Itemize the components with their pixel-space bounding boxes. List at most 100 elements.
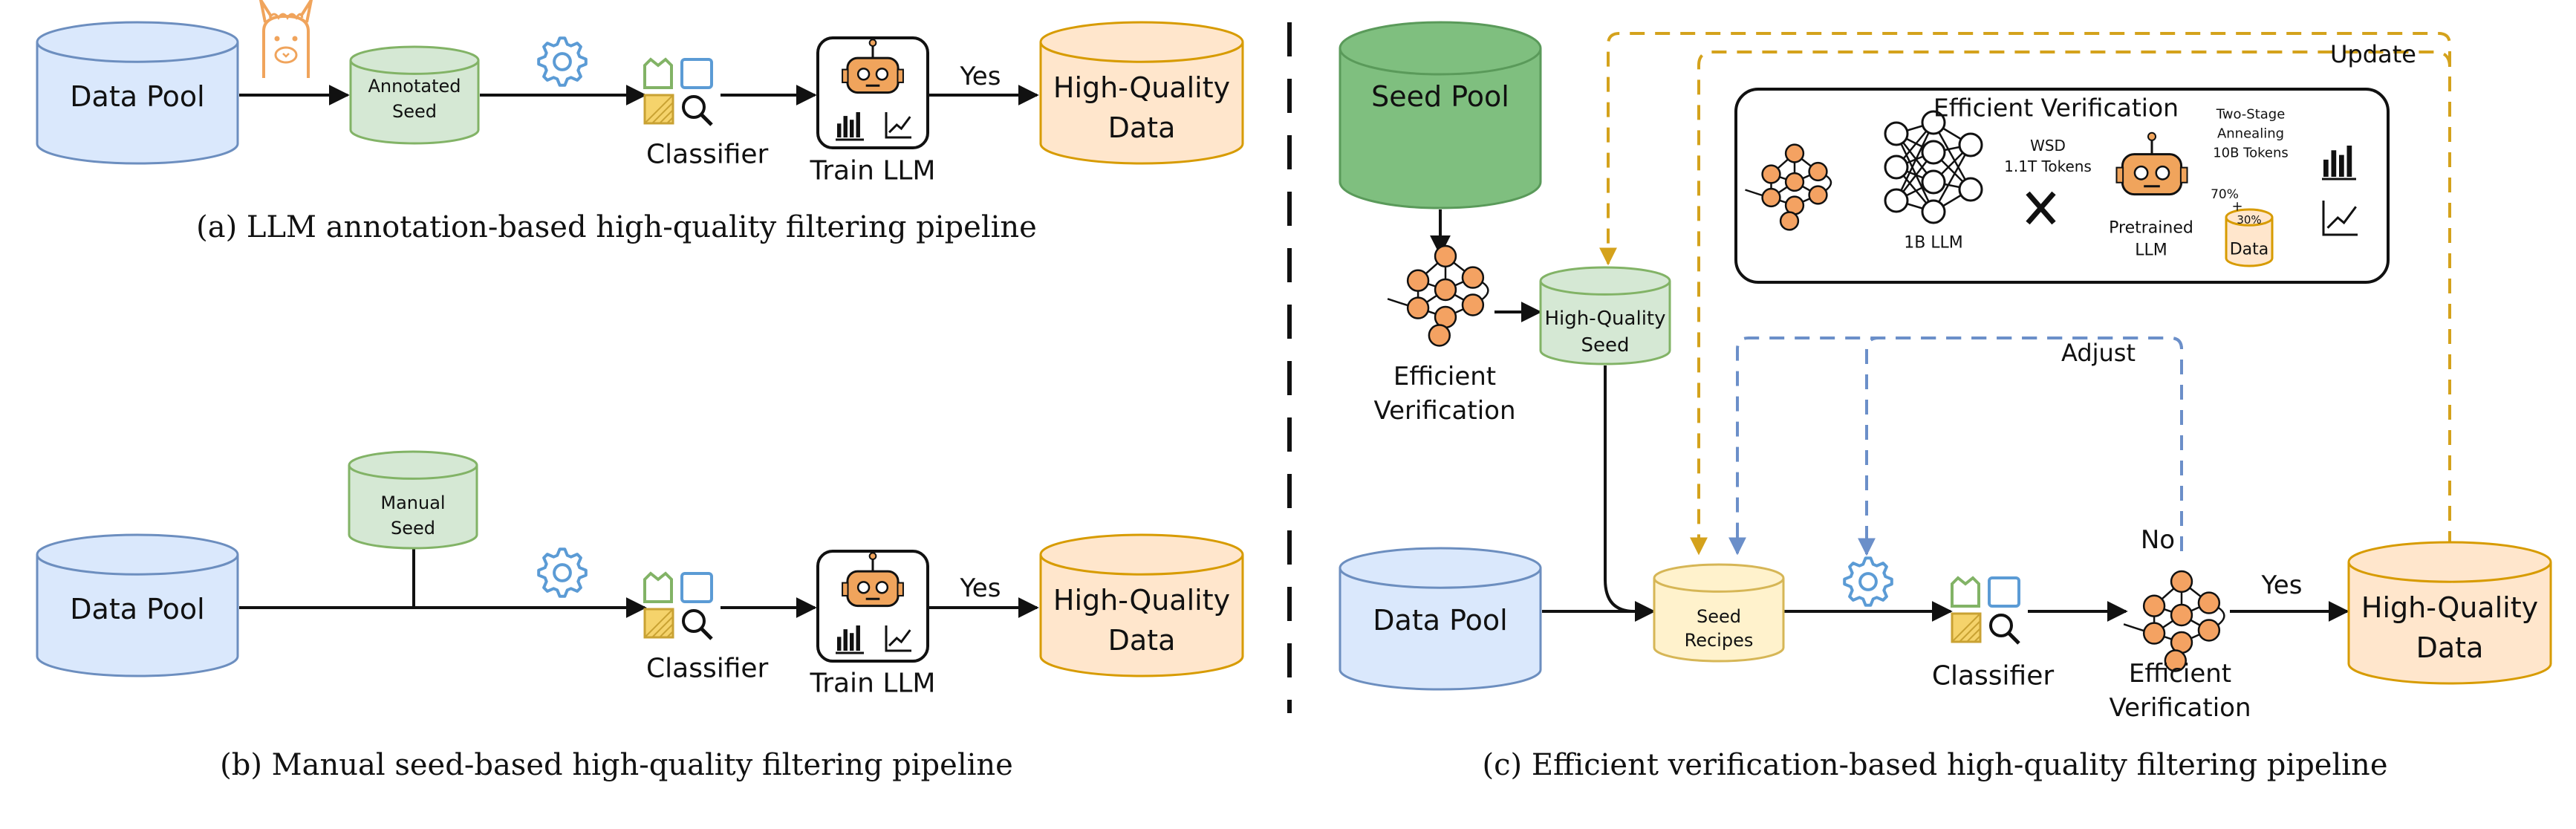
neuron [2142,594,2166,617]
neuron [1406,269,1430,292]
classifier-icon [643,571,713,640]
adjust-label: Adjust [2061,339,2136,367]
neuron [2197,591,2221,614]
cylinder-body [36,42,239,165]
robot-icon [842,39,904,94]
inset-net-icon [1745,143,1832,231]
hatch-line [1951,613,1981,643]
adjust-loop [1728,337,2183,556]
robot-icon [842,552,904,608]
neuron [1921,140,1946,165]
magnifier-handle [700,627,713,640]
robot-ear [842,582,849,596]
inset-title: Efficient Verification [1933,94,2179,123]
robot-ear [2179,166,2188,183]
train-llm-label: Train LLM [810,669,936,699]
efficient-verification-icon-2 [2123,570,2225,672]
train-llm-label: Train LLM [810,156,936,186]
neuron [2142,622,2166,645]
neuron [1921,110,1946,135]
neuron [2164,649,2187,672]
gear-hub [553,563,572,582]
robot-head [846,56,900,94]
cylinder-top [36,21,239,63]
trend [888,116,911,134]
neuron [1784,143,1805,163]
yes-label: Yes [960,573,1001,603]
hq-seed-label: Seed [1581,334,1630,357]
magnifier-handle [2007,631,2020,645]
cylinder-body [1539,281,1671,365]
pretrained-llm-label: LLM [2135,241,2167,260]
adjust-loop [1858,337,2183,556]
two-stage-label: 10B Tokens [2213,146,2289,161]
hatch-line [644,608,674,638]
neuron [1428,324,1451,347]
cylinder-top [1539,266,1671,296]
magnifier-lens [682,95,706,119]
magnifier-lens [682,609,706,633]
square-shape [680,572,713,603]
neuron [1761,187,1781,208]
gear-outline [537,547,588,598]
yes-label: Yes [960,62,1001,91]
annotated-seed-label: Seed [392,101,437,122]
data-pool-label: Data Pool [70,593,204,625]
plus-label: + [2231,199,2242,215]
folder-shape [1951,576,1980,608]
neuron [1884,155,1909,180]
hq-data-label: Data [1108,624,1176,657]
hq-data-label: High-Quality [1053,584,1230,617]
neuron [1461,293,1485,316]
two-stage-label: Annealing [2217,126,2284,142]
update-loop [1599,32,2451,546]
hq-data-b [1039,533,1244,677]
bar [2331,150,2337,177]
hatch-line [1974,635,1981,643]
robot-ear [897,582,904,596]
efficient-verification-label: Verification [1373,396,1515,426]
llama-eye [292,36,298,42]
axes [2322,201,2358,236]
efficient-verification-label: Efficient [2129,659,2231,689]
hatch-line [651,102,674,124]
net-edge [1932,144,1972,212]
neuron [1434,278,1457,302]
bar [837,123,842,137]
data-pool-label: Data Pool [70,80,204,113]
yes-label: Yes [2261,570,2303,600]
robot-head [846,570,900,608]
trend [2326,206,2357,229]
robot-eye [856,581,871,594]
cylinder-body [2225,217,2274,267]
bar [856,112,860,137]
classifier-icon [1951,576,2020,645]
llama-nose [282,53,290,58]
hatch-line [644,94,674,124]
wsd-label: WSD [2030,137,2066,155]
neuron [1808,161,1828,182]
update-loop [1690,51,2451,556]
line-chart-icon [2322,201,2358,236]
line-chart-icon [885,625,911,652]
bar [837,637,842,651]
robot-eye [2133,165,2149,181]
efficient-verification-label: Verification [2109,693,2251,723]
classifier-label: Classifier [646,140,769,170]
cylinder-body [1339,568,1542,691]
bar [843,116,848,137]
net-edge [1895,122,1935,201]
neuron [1761,164,1781,184]
bar-chart-icon [836,625,864,654]
classifier-icon [643,57,713,126]
annotated-seed [349,45,480,145]
llama-snout [274,46,298,64]
caption-a: (a) LLM annotation-based high-quality fi… [196,210,1037,244]
magnifier-lens [1989,614,2013,637]
bar-chart-icon [2322,146,2356,181]
antenna-tip [868,39,877,47]
update-label: Update [2330,40,2416,68]
edge-hqseed-to-recipes [1604,365,1656,622]
hq-seed [1539,266,1671,365]
gear-icon [537,547,588,598]
